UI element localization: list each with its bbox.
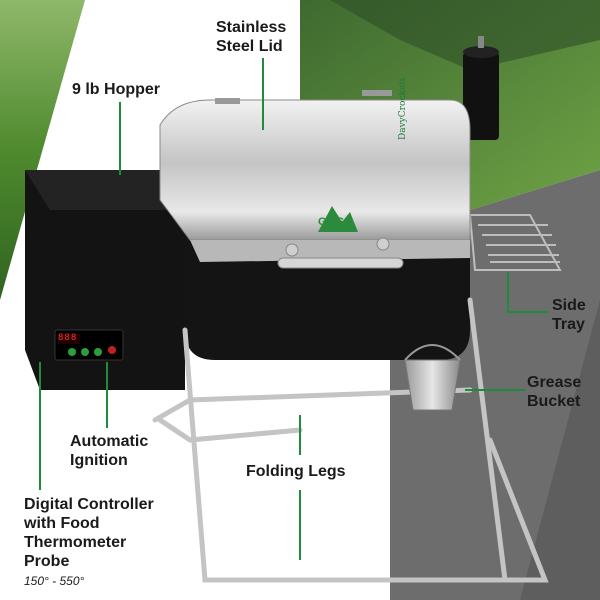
label-grease-bucket: Grease Bucket <box>527 373 581 411</box>
gray-band-dark <box>520 300 600 600</box>
label-grease-bucket-line1: Grease <box>527 374 582 391</box>
stainless-lid-shape <box>159 99 471 241</box>
grass-left <box>0 0 85 300</box>
side-tray <box>468 214 562 271</box>
label-side-tray-line1: Side <box>552 297 586 314</box>
logo-text: GMG <box>318 216 345 228</box>
label-controller-line4: Probe <box>24 553 70 570</box>
label-ignition-line1: Automatic <box>70 433 149 450</box>
label-ignition-line2: Ignition <box>70 452 128 469</box>
lid-handle <box>277 257 404 269</box>
mountain-shadow <box>330 0 600 70</box>
label-controller: Digital Controller with Food Thermometer… <box>24 495 154 571</box>
label-grease-bucket-line2: Bucket <box>527 393 581 410</box>
label-side-tray-line2: Tray <box>552 316 585 333</box>
label-folding-legs: Folding Legs <box>246 463 346 480</box>
label-lid-line1: Stainless <box>216 19 287 36</box>
label-temp-range: 150° - 550° <box>24 574 85 588</box>
label-side-tray: Side Tray <box>552 296 586 334</box>
controller-display: 888 <box>58 333 78 343</box>
folding-legs <box>152 297 549 583</box>
label-controller-line2: with Food <box>24 515 100 532</box>
label-lid-line2: Steel Lid <box>216 38 283 55</box>
callout-lines <box>39 58 548 560</box>
label-controller-line3: Thermometer <box>24 534 127 551</box>
label-lid: Stainless Steel Lid <box>216 18 286 56</box>
label-controller-line1: Digital Controller <box>24 496 154 513</box>
brand-script: DavyCrockett <box>398 77 408 140</box>
gmg-logo <box>318 206 358 232</box>
grease-bucket-shape <box>404 359 461 411</box>
label-ignition: Automatic Ignition <box>70 432 148 470</box>
label-hopper: 9 lb Hopper <box>72 81 161 98</box>
